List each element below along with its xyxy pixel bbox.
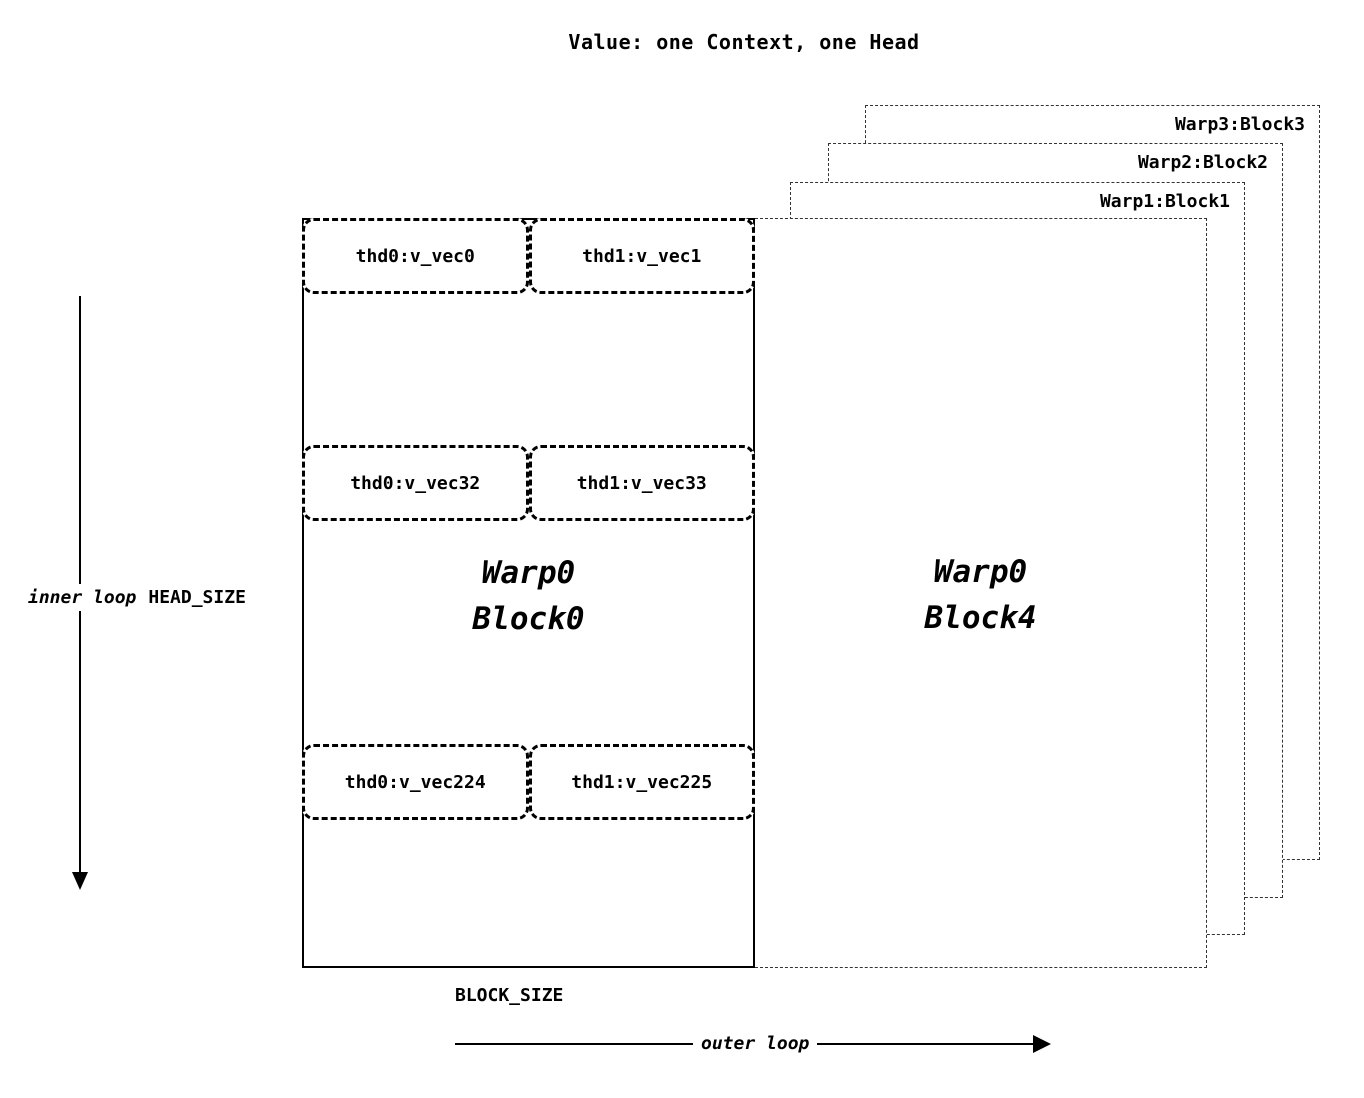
warp0-block0-line1: Warp0 <box>481 555 576 591</box>
inner-loop-arrowhead-icon <box>72 872 88 890</box>
thd-row-1: thd0:v_vec32 thd1:v_vec33 <box>302 445 755 521</box>
warp1-block1-label: Warp1:Block1 <box>1099 191 1230 212</box>
outer-loop-arrowhead-icon <box>1033 1035 1051 1053</box>
thd-cell-vec32: thd0:v_vec32 <box>302 445 529 521</box>
warp0-block4-line2: Block4 <box>924 600 1037 636</box>
warp0-block4-rect: Warp0 Block4 <box>755 218 1207 968</box>
warp0-block4-line1: Warp0 <box>933 554 1028 590</box>
thd-cell-vec1: thd1:v_vec1 <box>528 218 755 294</box>
thd-cell-vec225: thd1:v_vec225 <box>528 744 755 820</box>
thd-cell-vec224: thd0:v_vec224 <box>302 744 529 820</box>
head-size-label: HEAD_SIZE <box>148 587 246 608</box>
thd-row-0: thd0:v_vec0 thd1:v_vec1 <box>302 218 755 294</box>
diagram-title: Value: one Context, one Head <box>568 30 920 54</box>
thd-row-2: thd0:v_vec224 thd1:v_vec225 <box>302 744 755 820</box>
thd-cell-vec33: thd1:v_vec33 <box>528 445 755 521</box>
inner-loop-head-size-label: inner loop HEAD_SIZE <box>24 584 250 611</box>
warp3-block3-label: Warp3:Block3 <box>1174 114 1305 135</box>
inner-loop-label: inner loop <box>28 587 137 608</box>
warp0-block0-rect: thd0:v_vec0 thd1:v_vec1 thd0:v_vec32 thd… <box>302 218 755 968</box>
warp0-block0-line2: Block0 <box>472 601 585 637</box>
thd-cell-vec0: thd0:v_vec0 <box>302 218 529 294</box>
block-size-label: BLOCK_SIZE <box>455 985 564 1006</box>
outer-loop-label: outer loop <box>693 1031 818 1056</box>
warp2-block2-label: Warp2:Block2 <box>1137 152 1268 173</box>
warp0-block0-label: Warp0 Block0 <box>304 550 753 642</box>
warp0-block4-label: Warp0 Block4 <box>755 549 1206 641</box>
